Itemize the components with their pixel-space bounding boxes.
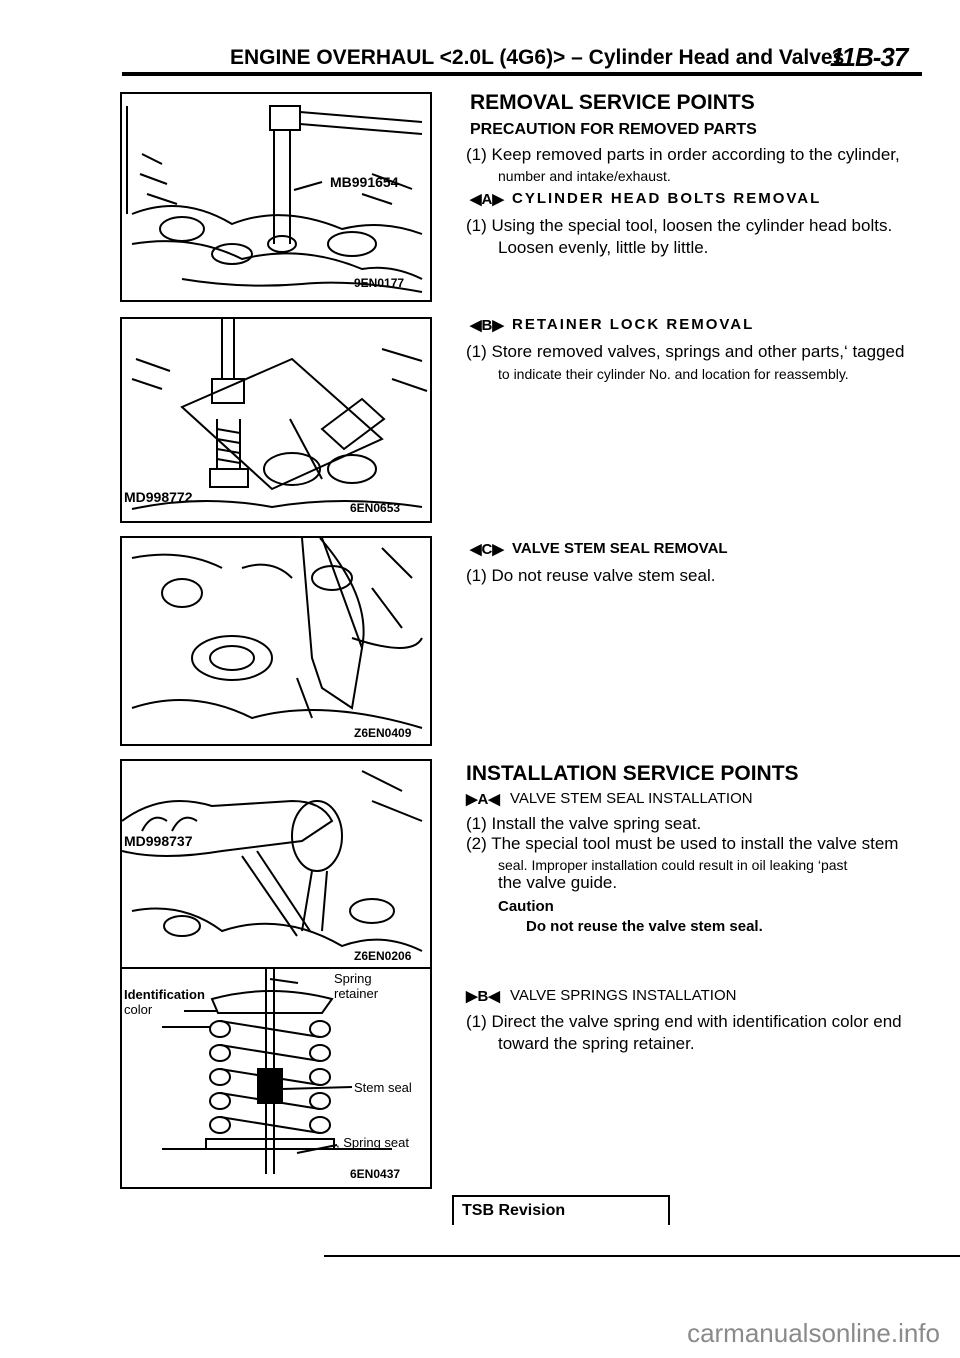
- removal-a-title: CYLINDER HEAD BOLTS REMOVAL: [512, 190, 822, 207]
- page-number: 11B-37: [830, 42, 908, 72]
- figure-stem-seal-installation: MD998737 Z6EN0206: [120, 759, 432, 969]
- installation-b-step-1: (1) Direct the valve spring end with ide…: [466, 1012, 902, 1031]
- removal-c-marker: ◀C▶: [470, 541, 504, 558]
- installation-a-marker: ▶A◀: [466, 791, 500, 808]
- installation-a-title: VALVE STEM SEAL INSTALLATION: [510, 790, 753, 807]
- installation-section-title: INSTALLATION SERVICE POINTS: [466, 762, 799, 785]
- figure-cylinder-head-bolts: MB991654 9EN0177: [120, 92, 432, 302]
- precaution-title: PRECAUTION FOR REMOVED PARTS: [470, 121, 757, 138]
- figure-retainer-lock: MD998772 6EN0653: [120, 317, 432, 523]
- installation-b-title: VALVE SPRINGS INSTALLATION: [510, 987, 737, 1004]
- installation-a-step-2: (2) The special tool must be used to ins…: [466, 834, 899, 853]
- header-divider: [122, 72, 922, 76]
- removal-b-title: RETAINER LOCK REMOVAL: [512, 316, 755, 333]
- figure-4-code: Z6EN0206: [354, 949, 412, 963]
- installation-a-step-2-cont: seal. Improper installation could result…: [498, 857, 848, 873]
- footer-divider: [324, 1255, 960, 1257]
- tsb-revision-box: TSB Revision: [452, 1195, 670, 1225]
- caution-text: Do not reuse the valve stem seal.: [526, 918, 763, 935]
- figure-1-tool-label: MB991654: [330, 174, 399, 190]
- figure-5-label-spring-1: Spring: [334, 971, 372, 986]
- installation-a-step-2-cont2: the valve guide.: [498, 873, 618, 892]
- figure-4-tool-label: MD998737: [124, 833, 193, 849]
- removal-b-step-1-cont: to indicate their cylinder No. and locat…: [498, 366, 849, 382]
- figure-3-illustration: [131, 538, 423, 729]
- figure-valve-spring: Spring retainer Identification color Ste…: [120, 967, 432, 1189]
- figure-2-code: 6EN0653: [350, 501, 401, 515]
- figure-4-illustration: [122, 770, 423, 952]
- figure-5-label-retainer-2: retainer: [334, 986, 379, 1001]
- removal-a-step-1-cont: Loosen evenly, little by little.: [498, 238, 709, 257]
- removal-a-step-1: (1) Using the special tool, loosen the c…: [466, 216, 893, 235]
- installation-a-step-1: (1) Install the valve spring seat.: [466, 814, 702, 833]
- figure-5-label-color: color: [124, 1002, 153, 1017]
- removal-b-marker: ◀B▶: [470, 317, 504, 334]
- installation-b-marker: ▶B◀: [466, 988, 500, 1005]
- figure-5-illustration: [162, 969, 392, 1174]
- figure-stem-seal-removal: Z6EN0409: [120, 536, 432, 746]
- figure-1-code: 9EN0177: [354, 276, 405, 290]
- precaution-step-1: (1) Keep removed parts in order accordin…: [466, 145, 900, 164]
- page-header: ENGINE OVERHAUL <2.0L (4G6)> – Cylinder …: [0, 0, 960, 80]
- figure-5-label-spring-seat: , Spring seat: [336, 1135, 409, 1150]
- caution-label: Caution: [498, 898, 554, 915]
- figure-5-label-stem-seal: Stem seal: [354, 1080, 412, 1095]
- figure-3-code: Z6EN0409: [354, 726, 412, 740]
- removal-b-step-1: (1) Store removed valves, springs and ot…: [466, 342, 905, 361]
- installation-b-step-1-cont: toward the spring retainer.: [498, 1034, 695, 1053]
- removal-c-title: VALVE STEM SEAL REMOVAL: [512, 540, 728, 557]
- page-title: ENGINE OVERHAUL <2.0L (4G6)> – Cylinder …: [230, 46, 845, 69]
- figure-5-label-identification: Identification: [124, 987, 205, 1002]
- figure-2-tool-label: MD998772: [124, 489, 193, 505]
- figure-2-illustration: [131, 319, 428, 510]
- removal-section-title: REMOVAL SERVICE POINTS: [470, 91, 755, 114]
- removal-c-step-1: (1) Do not reuse valve stem seal.: [466, 566, 716, 585]
- figure-5-code: 6EN0437: [350, 1167, 401, 1181]
- precaution-step-1-cont: number and intake/exhaust.: [498, 168, 671, 184]
- watermark: carmanualsonline.info: [687, 1318, 940, 1348]
- removal-a-marker: ◀A▶: [470, 191, 504, 208]
- tsb-revision-label: TSB Revision: [462, 1202, 566, 1219]
- figure-1-illustration: [126, 105, 423, 293]
